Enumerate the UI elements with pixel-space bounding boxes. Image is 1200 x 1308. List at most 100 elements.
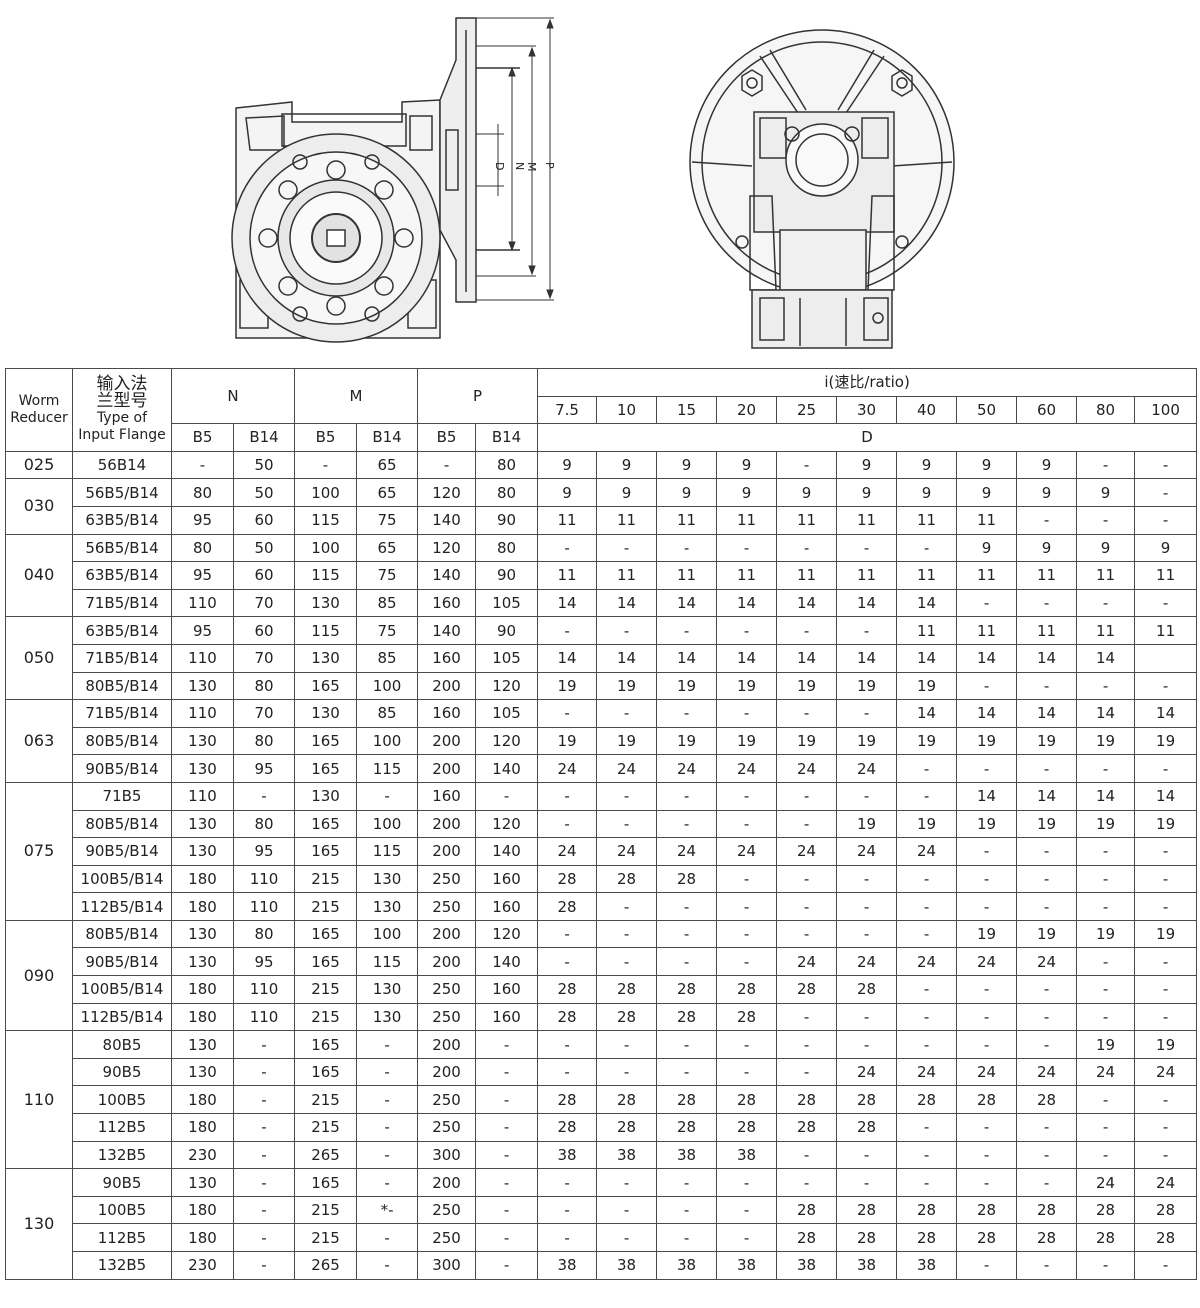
shaft-diameter-cell: 28 (656, 975, 718, 1004)
shaft-diameter-cell: - (1134, 478, 1198, 507)
shaft-diameter-cell: 28 (776, 1113, 838, 1142)
dimension-cell-mb5: 165 (294, 671, 358, 701)
shaft-diameter-cell: - (1134, 1140, 1198, 1170)
shaft-diameter-cell: - (776, 1057, 838, 1087)
model-cell: 030 (5, 478, 73, 535)
shaft-diameter-cell: 9 (836, 450, 898, 480)
dimension-cell-nb5: 130 (171, 1057, 234, 1087)
dimension-cell-nb14: - (232, 1223, 296, 1252)
dimension-cell-nb14: 95 (232, 754, 296, 783)
dimension-cell-nb5: 130 (171, 809, 234, 839)
shaft-diameter-cell: - (716, 1195, 778, 1225)
shaft-diameter-cell: 14 (596, 643, 658, 673)
dimension-cell-nb14: 60 (232, 561, 296, 590)
header-ratio-cell: 50 (956, 395, 1018, 425)
dimension-cell-mb5: 265 (294, 1140, 358, 1170)
shaft-diameter-cell: - (1134, 1113, 1198, 1142)
shaft-diameter-cell: 11 (716, 561, 778, 590)
shaft-diameter-cell: 19 (896, 671, 958, 701)
shaft-diameter-cell: - (1016, 1251, 1078, 1280)
dimension-cell-nb5: 130 (171, 837, 234, 866)
dimension-cell-mb14: 130 (356, 864, 419, 894)
shaft-diameter-cell: 24 (1076, 1168, 1136, 1197)
shaft-diameter-cell: 14 (656, 643, 718, 673)
shaft-diameter-cell: 28 (896, 1195, 958, 1225)
shaft-diameter-cell: - (1134, 1251, 1198, 1280)
dimension-cell-nb14: 110 (232, 975, 296, 1004)
shaft-diameter-cell: - (1016, 671, 1078, 701)
shaft-diameter-cell: - (1016, 754, 1078, 783)
shaft-diameter-cell: - (596, 616, 658, 645)
header-N-B14: B14 (232, 423, 296, 452)
shaft-diameter-cell: 24 (716, 754, 778, 783)
header-ratio-cell: 7.5 (537, 395, 598, 425)
shaft-diameter-cell: - (1134, 588, 1198, 618)
shaft-diameter-cell: 11 (656, 505, 718, 535)
header-ratio-cell: 25 (776, 395, 838, 425)
dimension-cell-pb5: 140 (417, 505, 477, 535)
dimension-cell-mb14: 115 (356, 947, 419, 977)
dimension-cell-pb5: 140 (417, 561, 477, 590)
dimension-cell-mb5: 165 (294, 837, 358, 866)
shaft-diameter-cell: - (956, 975, 1018, 1004)
dimension-cell-pb14: 140 (475, 837, 539, 866)
shaft-diameter-cell: 14 (956, 781, 1018, 811)
shaft-diameter-cell: 28 (956, 1085, 1018, 1115)
dimension-cell-pb14: - (475, 1085, 539, 1115)
dimension-cell-pb14: 160 (475, 892, 539, 921)
front-view-drawing (689, 29, 955, 349)
shaft-diameter-cell: 19 (896, 726, 958, 756)
shaft-diameter-cell: - (1016, 588, 1078, 618)
dimension-cell-mb14: 85 (356, 588, 419, 618)
shaft-diameter-cell: - (716, 864, 778, 894)
dimension-cell-pb14: - (475, 1030, 539, 1059)
shaft-diameter-cell: 9 (1076, 478, 1136, 507)
shaft-diameter-cell: 19 (716, 671, 778, 701)
shaft-diameter-cell: - (1134, 754, 1198, 783)
shaft-diameter-cell: 19 (1076, 919, 1136, 949)
shaft-diameter-cell: 19 (596, 726, 658, 756)
shaft-diameter-cell: - (776, 1140, 838, 1170)
shaft-diameter-cell: 24 (836, 754, 898, 783)
dimension-cell-mb14: 100 (356, 809, 419, 839)
dimension-cell-mb5: 165 (294, 919, 358, 949)
shaft-diameter-cell: - (956, 837, 1018, 866)
dimension-cell-nb5: 130 (171, 947, 234, 977)
shaft-diameter-cell: - (956, 864, 1018, 894)
shaft-diameter-cell: - (1016, 505, 1078, 535)
dimension-cell-mb5: 115 (294, 561, 358, 590)
shaft-diameter-cell: - (716, 533, 778, 563)
dimension-cell-mb14: 65 (356, 533, 419, 563)
dimension-cell-nb5: 180 (171, 1002, 234, 1032)
dimension-cell-mb5: 130 (294, 588, 358, 618)
shaft-diameter-cell: 11 (656, 561, 718, 590)
shaft-diameter-cell: 28 (1076, 1195, 1136, 1225)
dimension-cell-pb5: 160 (417, 643, 477, 673)
shaft-diameter-cell: - (656, 809, 718, 839)
dimension-cell-nb14: 95 (232, 837, 296, 866)
shaft-diameter-cell: 14 (896, 643, 958, 673)
dimension-cell-pb5: 120 (417, 533, 477, 563)
shaft-diameter-cell: - (716, 1057, 778, 1087)
shaft-diameter-cell: - (537, 781, 598, 811)
dimension-cell-nb14: 80 (232, 919, 296, 949)
dimension-cell-pb5: 160 (417, 588, 477, 618)
dimension-cell-nb14: 110 (232, 892, 296, 921)
shaft-diameter-cell: 28 (656, 864, 718, 894)
dimension-cell-pb14: 140 (475, 754, 539, 783)
dimension-cell-nb5: 130 (171, 726, 234, 756)
dimension-cell-pb5: 200 (417, 754, 477, 783)
header-M-B5: B5 (294, 423, 358, 452)
shaft-diameter-cell: - (1134, 864, 1198, 894)
dimension-cell-mb14: 130 (356, 1002, 419, 1032)
shaft-diameter-cell: 24 (776, 754, 838, 783)
shaft-diameter-cell: 24 (1076, 1057, 1136, 1087)
dimension-cell-mb5: 215 (294, 1002, 358, 1032)
dimension-cell-pb5: 250 (417, 1195, 477, 1225)
